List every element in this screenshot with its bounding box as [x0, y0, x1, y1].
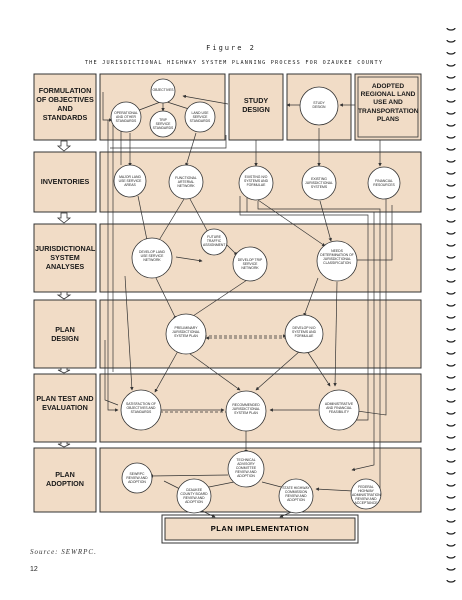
node-satisfaction	[120, 389, 162, 431]
node-land-use-standards-label: LAND USE SERVICE STANDARDS	[189, 111, 211, 123]
adopted-plans-inner	[357, 76, 419, 138]
panel-design	[99, 299, 422, 369]
node-state-highway-label: STATE HIGHWAY COMMISSION REVIEW AND ADOP…	[282, 486, 310, 502]
node-functional-network-label: FUNCTIONAL ARTERIAL NETWORK	[175, 176, 197, 188]
node-existing-jurisdictional	[301, 165, 337, 201]
node-administrative-financial-label: ADMINISTRATIVE AND FINANCIAL FEASIBILITY	[324, 402, 354, 414]
node-existing-nso-label: EXISTING N/O SYSTEMS AND FORMULAE	[243, 175, 269, 187]
stage-label-inventories: INVENTORIES	[40, 177, 90, 186]
figure-title: THE JURISDICTIONAL HIGHWAY SYSTEM PLANNI…	[84, 60, 384, 66]
node-study-design	[299, 86, 339, 126]
node-develop-land-use-label: DEVELOP LAND USE SERVICE NETWORK	[139, 250, 165, 262]
adopted-plans-box	[354, 73, 422, 141]
node-needs-determination-label: NEEDS DETERMINATION OF JURISDICTIONAL CL…	[320, 249, 354, 265]
node-preliminary-plan	[165, 313, 207, 355]
node-federal-highway-label: FEDERAL HIGHWAY ADMINISTRATION REVIEW AN…	[352, 485, 381, 505]
node-develop-trip-label: DEVELOP TRIP SERVICE NETWORK	[237, 258, 263, 270]
node-develop-nso-label: DEVELOP N/O SYSTEMS AND FORMULAE	[291, 326, 317, 338]
stage-label-analyses: JURISDICTIONAL SYSTEM ANALYSES	[35, 244, 96, 271]
node-technical-committee-label: TECHNICAL ADVISORY COMMITTEE REVIEW AND …	[235, 458, 257, 478]
stage-label-adoption: PLAN ADOPTION	[46, 470, 84, 488]
node-functional-network	[168, 164, 204, 200]
source-note: Source: SEWRPC.	[30, 548, 97, 556]
stage-label-test: PLAN TEST AND EVALUATION	[36, 394, 94, 412]
stage-label-formulation: FORMULATION OF OBJECTIVES AND STANDARDS	[36, 86, 94, 122]
stage-arrow-2	[56, 212, 72, 224]
stage-box-design	[33, 299, 97, 369]
node-recommended-plan-label: RECOMMENDED JURISDICTIONAL SYSTEM PLAN	[232, 403, 260, 415]
node-develop-land-use	[131, 237, 173, 279]
study-design-box	[228, 73, 284, 141]
node-preliminary-plan-label: PRELIMINARY JURISDICTIONAL SYSTEM PLAN	[172, 326, 200, 338]
node-land-use-standards	[184, 101, 216, 133]
node-trip-standards	[149, 110, 177, 138]
node-financial-resources	[367, 166, 401, 200]
node-needs-determination	[316, 240, 358, 282]
node-state-highway	[278, 478, 314, 514]
adopted-plans-label: ADOPTED REGIONAL LAND USE AND TRANSPORTA…	[358, 83, 419, 123]
node-operational-standards	[110, 101, 142, 133]
stage-box-analyses	[33, 223, 97, 293]
spiral-binding	[446, 27, 456, 583]
node-satisfaction-label: SATISFACTION OF OBJECTIVES AND STANDARDS	[126, 402, 156, 414]
node-federal-highway	[350, 478, 382, 510]
node-objectives-label: OBJECTIVES	[152, 88, 174, 92]
stage-arrow-4	[57, 367, 71, 374]
node-major-land-use-label: MAJOR LAND USE SERVICE AREAS	[118, 175, 142, 187]
stage-label-design: PLAN DESIGN	[51, 325, 79, 343]
node-sewrpc-review-label: SEWRPC REVIEW AND ADOPTION	[126, 472, 148, 484]
stage-box-formulation	[33, 73, 97, 141]
stage-arrow-5	[57, 441, 71, 448]
node-existing-nso	[238, 165, 274, 201]
node-develop-trip	[232, 246, 268, 282]
node-existing-jurisdictional-label: EXISTING JURISDICTIONAL SYSTEMS	[305, 177, 333, 189]
node-operational-standards-label: OPERATIONAL AND OTHER STANDARDS	[114, 111, 138, 123]
node-ozaukee-board	[176, 478, 212, 514]
stage-box-adoption	[33, 447, 97, 513]
implementation-label: PLAN IMPLEMENTATION	[210, 524, 310, 533]
node-objectives	[150, 78, 176, 104]
node-sewrpc-review	[121, 462, 153, 494]
node-study-design-label: STUDY DESIGN	[312, 101, 326, 109]
node-administrative-financial	[318, 389, 360, 431]
stage-arrow-3	[56, 291, 72, 300]
node-technical-committee	[227, 450, 265, 488]
node-future-traffic-label: FUTURE TRAFFIC ASSIGNMENT	[203, 235, 226, 247]
node-future-traffic	[200, 228, 228, 256]
page-number: 12	[30, 566, 38, 573]
node-recommended-plan	[225, 390, 267, 432]
node-develop-nso	[284, 314, 324, 354]
figure-label: Figure 2	[206, 44, 256, 52]
stage-box-inventories	[33, 151, 97, 213]
study-design-label: STUDY DESIGN	[242, 96, 270, 114]
node-major-land-use	[113, 164, 147, 198]
implementation-box	[164, 517, 356, 541]
node-trip-standards-label: TRIP SERVICE STANDARDS	[152, 118, 174, 130]
stage-arrow-1	[56, 140, 72, 152]
node-ozaukee-board-label: OZAUKEE COUNTY BOARD REVIEW AND ADOPTION	[180, 488, 208, 504]
node-financial-resources-label: FINANCIAL RESOURCES	[373, 179, 395, 187]
